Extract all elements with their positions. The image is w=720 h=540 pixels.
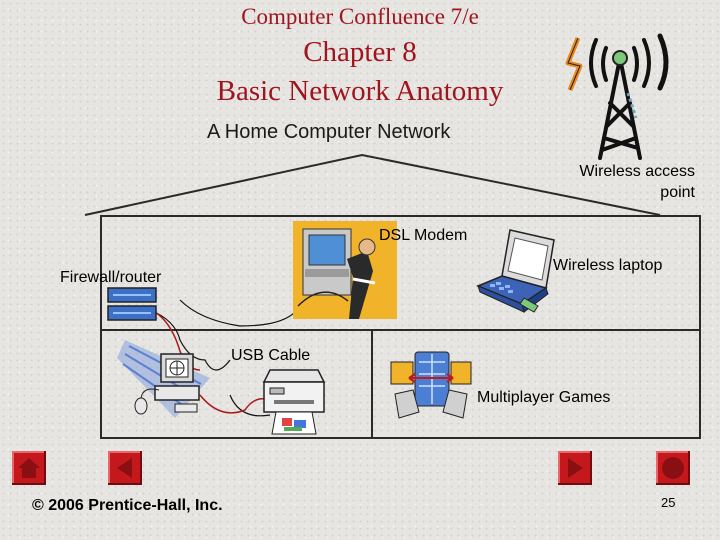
next-icon: [568, 458, 583, 478]
laptop-icon: [476, 229, 555, 313]
firewall-router-icon: [107, 287, 157, 321]
title-line-1: Computer Confluence 7/e: [241, 4, 479, 29]
wireless-laptop-label: Wireless laptop: [553, 257, 663, 274]
firewall-router-label: Firewall/router: [60, 269, 162, 286]
end-icon: [662, 457, 684, 479]
previous-button[interactable]: [108, 451, 142, 485]
usb-cable-label: USB Cable: [231, 347, 311, 364]
title-line-2: Chapter 8: [303, 36, 417, 68]
wireless-access-point-label: Wireless access point: [579, 163, 695, 201]
dsl-modem-icon: [293, 221, 397, 319]
multiplayer-games-label: Multiplayer Games: [477, 389, 611, 406]
desktop-computer-icon: [117, 340, 210, 418]
end-button[interactable]: [656, 451, 690, 485]
copyright-notice: © 2006 Prentice-Hall, Inc.: [32, 497, 223, 514]
dsl-modem-label: DSL Modem: [379, 227, 468, 244]
home-button[interactable]: [12, 451, 46, 485]
subtitle: A Home Computer Network: [207, 121, 451, 143]
next-button[interactable]: [558, 451, 592, 485]
home-icon: [18, 458, 40, 478]
title-line-3: Basic Network Anatomy: [216, 75, 504, 107]
previous-icon: [117, 458, 132, 478]
page-number: 25: [661, 495, 676, 510]
printer-icon: [262, 369, 326, 435]
multiplayer-games-icon: [390, 351, 472, 419]
antenna-tower-icon: [565, 33, 669, 160]
